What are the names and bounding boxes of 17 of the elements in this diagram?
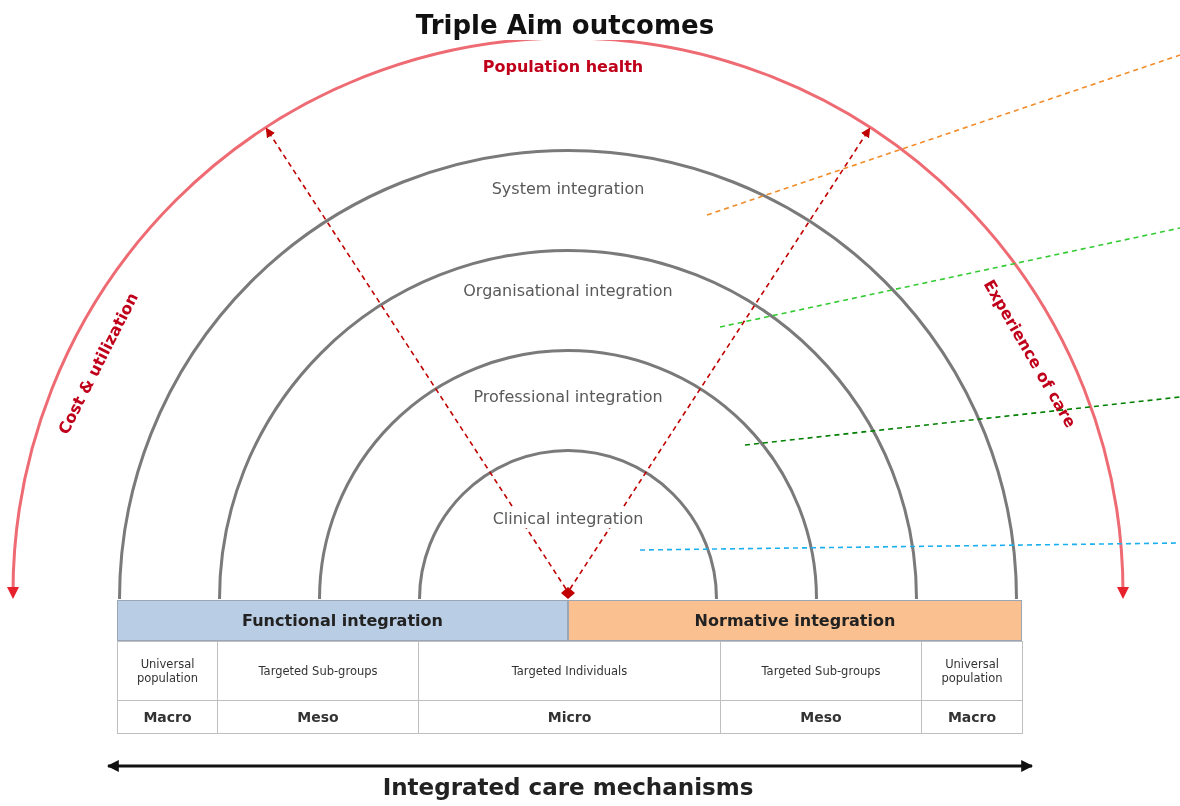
axis-label: Integrated care mechanisms: [381, 774, 755, 800]
leader-line: [719, 227, 1180, 328]
arrow: [569, 127, 871, 590]
integration-bar: Functional integration: [117, 600, 568, 641]
arrow: [265, 127, 567, 590]
table-cell: Macro: [921, 700, 1023, 734]
table-cell: Macro: [117, 700, 218, 734]
ring-label: Clinical integration: [490, 509, 646, 528]
leader-line: [744, 396, 1180, 446]
ring-label: System integration: [489, 179, 647, 198]
table-cell: Universal population: [921, 641, 1023, 701]
outcome-label: Population health: [481, 57, 645, 76]
integration-bar: Normative integration: [568, 600, 1022, 641]
leader-line: [706, 54, 1180, 216]
title: Triple Aim outcomes: [414, 10, 716, 40]
ring-label: Organisational integration: [461, 281, 675, 300]
table-cell: Universal population: [117, 641, 218, 701]
